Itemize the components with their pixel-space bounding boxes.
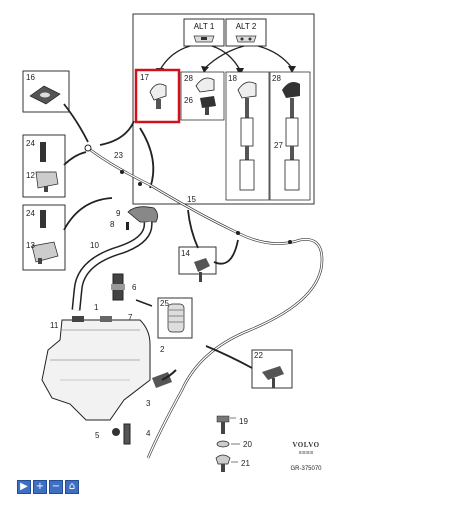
home-button[interactable]: ⌂: [65, 480, 79, 494]
brand-tagline: IIIIIIIIIII: [299, 450, 314, 455]
play-icon: ▶: [20, 481, 28, 492]
label-4: 4: [146, 429, 151, 438]
alt-1-label: ALT 1: [194, 22, 215, 31]
level-sensor-4: [123, 423, 131, 445]
label-23: 23: [114, 151, 123, 160]
label-17[interactable]: 17: [140, 73, 149, 82]
label-5: 5: [95, 431, 100, 440]
nozzle-27: [282, 82, 300, 191]
label-1: 1: [94, 303, 99, 312]
minus-icon: −: [51, 481, 61, 492]
label-12: 12: [26, 171, 35, 180]
label-21: 21: [241, 459, 250, 468]
washer-20: [216, 440, 230, 448]
label-28b: 28: [272, 74, 281, 83]
alt-2-label: ALT 2: [236, 22, 257, 31]
label-13: 13: [26, 241, 35, 250]
label-27: 27: [274, 141, 283, 150]
label-19: 19: [239, 417, 248, 426]
label-11: 11: [50, 321, 59, 330]
nozzle-26: [200, 96, 216, 115]
zoom-out-button[interactable]: −: [49, 480, 63, 494]
label-24b: 24: [26, 209, 35, 218]
nozzle-28: [195, 77, 215, 93]
label-14: 14: [181, 249, 190, 258]
label-24a: 24: [26, 139, 35, 148]
nozzle-inset-frame: [132, 13, 315, 205]
plus-icon: +: [35, 481, 45, 492]
washer-reservoir: [41, 316, 151, 421]
clip-21: [215, 454, 231, 472]
label-16: 16: [26, 73, 35, 82]
label-6: 6: [132, 283, 137, 292]
label-28a: 28: [184, 74, 193, 83]
nozzle-18: [237, 81, 257, 191]
label-18: 18: [228, 74, 237, 83]
label-22: 22: [254, 351, 263, 360]
label-10: 10: [90, 241, 99, 250]
screw-19: [216, 415, 230, 434]
label-25: 25: [160, 299, 169, 308]
nozzle-17: [149, 83, 167, 109]
diagram-reference: GR-375070: [290, 466, 322, 472]
label-2: 2: [160, 345, 165, 354]
label-15: 15: [187, 195, 196, 204]
alt-2-box: ALT 2: [225, 18, 267, 47]
filler-neck: [71, 206, 158, 311]
label-26: 26: [184, 96, 193, 105]
part-labels: 16 17 28 26 18 28 27 24 12 24 13 23 15 9…: [26, 73, 283, 468]
label-3: 3: [146, 399, 151, 408]
zoom-in-button[interactable]: +: [33, 480, 47, 494]
home-icon: ⌂: [68, 481, 76, 492]
play-button[interactable]: ▶: [17, 480, 31, 494]
volvo-logo: VOLVO: [292, 441, 319, 449]
label-7: 7: [128, 313, 133, 322]
label-9: 9: [116, 209, 121, 218]
label-8: 8: [110, 220, 115, 229]
label-20: 20: [243, 440, 252, 449]
alt-1-box: ALT 1: [183, 18, 225, 47]
washer-pump-6: [111, 273, 125, 301]
